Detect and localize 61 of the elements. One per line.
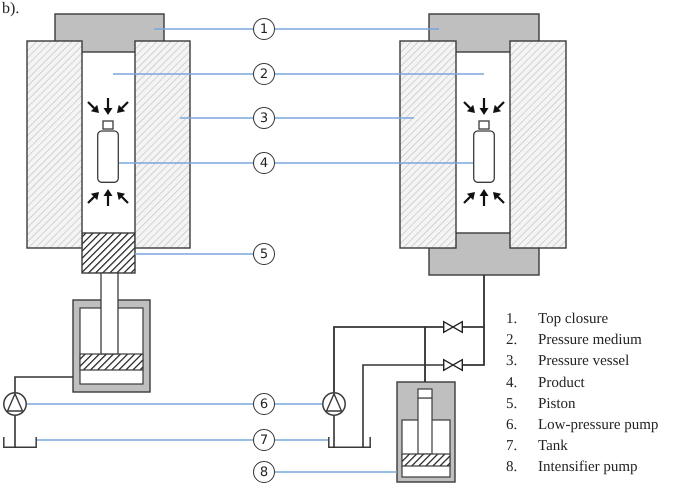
leader-line <box>135 253 253 255</box>
key-text: Top closure <box>538 310 608 328</box>
key-number: 4. <box>506 374 518 392</box>
leader-line <box>119 162 253 164</box>
leader-line <box>275 471 397 473</box>
vessel-wall <box>26 40 83 249</box>
vessel-wall <box>399 40 457 249</box>
callout-number: 3 <box>253 107 275 129</box>
panel-label: b). <box>2 0 20 18</box>
leader-line <box>154 28 253 30</box>
pump-symbol <box>3 392 27 416</box>
key-text: Pressure vessel <box>538 352 630 370</box>
key-number: 5. <box>506 394 518 413</box>
pump-symbol <box>322 392 346 416</box>
leader-line <box>275 439 328 441</box>
pipe <box>14 416 16 448</box>
tank-symbol <box>3 437 37 448</box>
leader-line <box>113 73 253 75</box>
leader-line <box>37 439 253 441</box>
pipe <box>333 416 335 448</box>
key-text: Product <box>538 374 585 392</box>
pipe <box>362 364 443 448</box>
valve-symbol <box>443 358 463 372</box>
tank-symbol <box>328 437 371 448</box>
key-text: Low-pressure pump <box>538 416 658 434</box>
callout-number: 2 <box>253 63 275 85</box>
pipe <box>333 326 426 392</box>
key-number: 1. <box>506 310 518 328</box>
leader-line <box>27 403 253 405</box>
key-number: 8. <box>506 458 518 476</box>
leader-line <box>275 28 439 30</box>
hydraulic-cylinder <box>72 272 151 393</box>
callout-number: 7 <box>253 429 275 451</box>
leader-line <box>275 403 322 405</box>
product-bottle <box>97 120 119 183</box>
callout-number: 8 <box>253 461 275 483</box>
pipe <box>14 376 73 392</box>
callout-number: 1 <box>253 18 275 40</box>
key-text: Pressure medium <box>538 331 642 350</box>
pipe <box>463 326 485 366</box>
valve-symbol <box>443 320 463 334</box>
leader-line <box>180 117 253 119</box>
vessel-wall <box>134 40 191 249</box>
key-number: 3. <box>506 352 518 370</box>
product-bottle <box>473 120 495 183</box>
intensifier-pump <box>396 381 456 483</box>
key-text: Intensifier pump <box>538 458 638 476</box>
leader-line <box>275 162 473 164</box>
callout-number: 4 <box>253 152 275 174</box>
piston <box>81 232 136 274</box>
key-text: Piston <box>538 394 576 413</box>
pipe <box>424 326 443 382</box>
key-text: Tank <box>538 437 568 456</box>
leader-line <box>275 73 484 75</box>
vessel-wall <box>509 40 567 249</box>
callout-number: 6 <box>253 393 275 415</box>
leader-line <box>275 117 414 119</box>
key-number: 7. <box>506 437 518 456</box>
callout-number: 5 <box>253 243 275 265</box>
key-number: 2. <box>506 331 518 350</box>
key-number: 6. <box>506 416 518 434</box>
